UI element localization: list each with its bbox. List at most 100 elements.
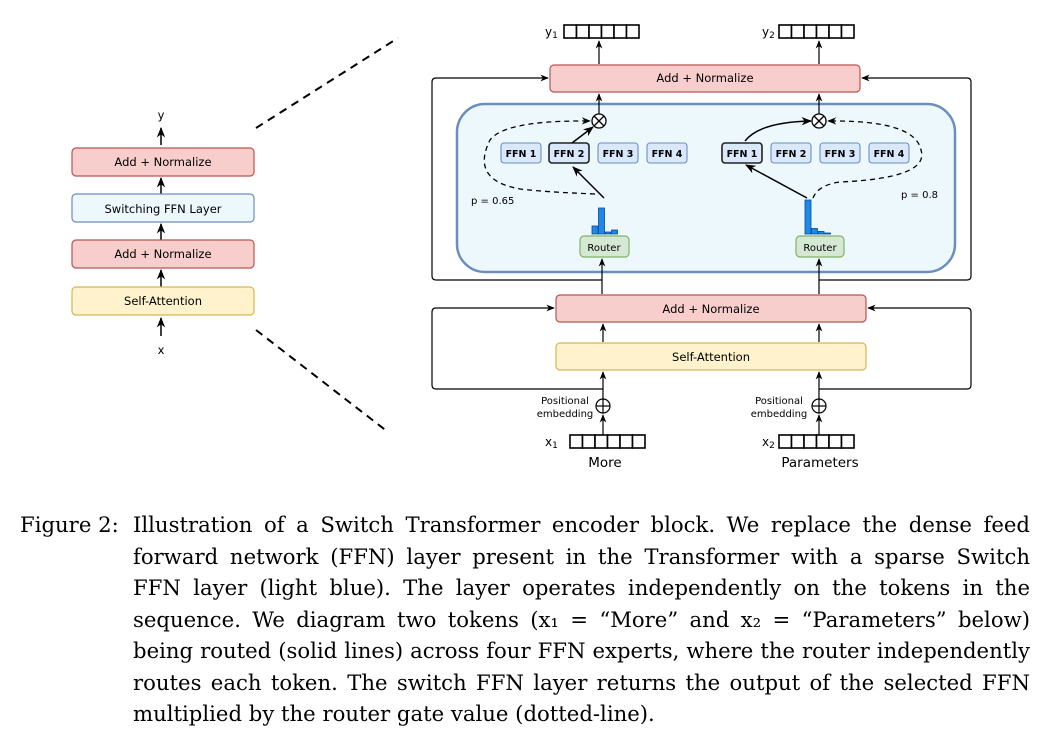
router-token-1-label: Router bbox=[587, 243, 621, 254]
router-prob-bar bbox=[611, 229, 618, 235]
router-histogram-token-2 bbox=[804, 199, 831, 235]
caption-line: Illustration of a Switch Transformer enc… bbox=[133, 512, 1030, 537]
top-add-normalize-label: Add + Normalize bbox=[656, 71, 753, 85]
output-y1-vector bbox=[563, 24, 640, 39]
gate-dotted-line-token-2 bbox=[812, 117, 923, 199]
left-output-label: y bbox=[158, 108, 165, 122]
multiply-icon-2 bbox=[811, 113, 827, 129]
caption-line: being routed (solid lines) across four F… bbox=[133, 638, 1030, 663]
left-input-label: x bbox=[158, 343, 165, 357]
router-prob-bar bbox=[604, 231, 612, 235]
gate-dotted-line-token-1 bbox=[483, 117, 596, 195]
input-x2-cell bbox=[815, 434, 830, 449]
output-y1-cell bbox=[625, 24, 640, 39]
input-x2-vector bbox=[778, 434, 855, 449]
figure-caption: Figure 2: Illustration of a Switch Trans… bbox=[20, 509, 1030, 730]
residual-left-bottom bbox=[431, 304, 603, 390]
output-y1-label: y1 bbox=[545, 25, 558, 41]
switch-ffn-layer-container bbox=[455, 102, 957, 274]
positional-add-icon-2 bbox=[811, 398, 827, 414]
gate-value-token-1: p = 0.65 bbox=[471, 196, 514, 207]
input-x1-cell bbox=[594, 434, 609, 449]
left-add-normalize-top-label: Add + Normalize bbox=[114, 155, 211, 169]
input-x1-cell bbox=[569, 434, 584, 449]
caption-line: multiplied by the router gate value (dot… bbox=[133, 701, 655, 726]
expert-3-label: FFN 3 bbox=[825, 149, 856, 160]
caption-line: forward network (FFN) layer present in t… bbox=[133, 543, 1030, 569]
residual-left-top bbox=[431, 74, 602, 281]
input-x1-vector bbox=[569, 434, 646, 449]
expert-2-box bbox=[770, 142, 812, 164]
expert-1-label: FFN 1 bbox=[506, 149, 537, 160]
caption-line: sequence. We diagram two tokens (x₁ = “M… bbox=[133, 606, 1030, 632]
left-switching-ffn-layer-label: Switching FFN Layer bbox=[104, 202, 221, 216]
expert-row-token-1: FFN 1 FFN 2 FFN 3 FFN 4 bbox=[500, 142, 688, 164]
expert-3-box bbox=[819, 142, 861, 164]
output-y1-cell bbox=[613, 24, 628, 39]
bottom-add-normalize-label: Add + Normalize bbox=[662, 302, 759, 316]
router-histogram-token-1 bbox=[591, 207, 618, 235]
residual-right-top bbox=[819, 74, 972, 281]
residual-right-bottom bbox=[819, 304, 972, 390]
output-y1-cell bbox=[600, 24, 615, 39]
input-x1-label: x1 bbox=[545, 435, 558, 451]
gate-value-token-2: p = 0.8 bbox=[901, 190, 938, 201]
input-word-2: Parameters bbox=[781, 455, 858, 471]
router-prob-bar bbox=[824, 232, 831, 235]
left-add-normalize-bottom bbox=[71, 239, 255, 269]
router-prob-bar bbox=[598, 207, 605, 235]
left-encoder-stack: y Add + Normalize Switching FFN Layer Ad… bbox=[71, 108, 255, 357]
caption-line: routes each token. The switch FFN layer … bbox=[133, 669, 1030, 695]
caption-line: FFN layer (light blue). The layer operat… bbox=[133, 575, 1030, 600]
caption-body: Illustration of a Switch Transformer enc… bbox=[133, 509, 1030, 730]
left-switching-ffn-layer bbox=[71, 193, 255, 223]
input-x1-cell bbox=[619, 434, 634, 449]
switch-transformer-diagram: y Add + Normalize Switching FFN Layer Ad… bbox=[71, 24, 972, 471]
expert-4-label: FFN 4 bbox=[652, 149, 683, 160]
expert-3-label: FFN 3 bbox=[603, 149, 634, 160]
expert-1-box bbox=[500, 142, 542, 164]
route-line-token-2 bbox=[745, 164, 808, 199]
router-prob-bar bbox=[804, 199, 812, 235]
expert-4-box bbox=[646, 142, 688, 164]
router-token-2 bbox=[795, 235, 845, 258]
output-y2-cell bbox=[778, 24, 793, 39]
output-y2-cell bbox=[815, 24, 830, 39]
input-x1-cell bbox=[631, 434, 646, 449]
input-x2-label: x2 bbox=[762, 435, 775, 451]
caption-label: Figure 2: bbox=[20, 512, 119, 537]
input-x2-cell bbox=[778, 434, 793, 449]
left-self-attention-label: Self-Attention bbox=[124, 294, 202, 308]
router-prob-bar bbox=[591, 225, 599, 235]
route-line-token-1 bbox=[572, 166, 605, 199]
router-prob-bar bbox=[817, 231, 825, 235]
router-prob-bar bbox=[811, 228, 818, 235]
output-y2-label: y2 bbox=[762, 25, 775, 41]
input-x2-cell bbox=[803, 434, 818, 449]
expert-2-box bbox=[548, 142, 590, 164]
zoom-line-top bbox=[255, 37, 399, 129]
expert-output-line-token-1 bbox=[571, 126, 594, 144]
bottom-add-normalize bbox=[555, 294, 867, 323]
output-y2-vector bbox=[778, 24, 855, 39]
expert-4-box bbox=[868, 142, 910, 164]
router-token-2-label: Router bbox=[803, 243, 837, 254]
router-token-1 bbox=[579, 235, 630, 258]
expert-4-label: FFN 4 bbox=[874, 149, 905, 160]
expert-2-label: FFN 2 bbox=[554, 149, 585, 160]
input-x1-cell bbox=[581, 434, 596, 449]
zoom-line-bottom bbox=[255, 329, 389, 433]
output-y1-cell bbox=[563, 24, 578, 39]
expert-3-box bbox=[597, 142, 639, 164]
output-y2-cell bbox=[803, 24, 818, 39]
expert-1-label: FFN 1 bbox=[727, 149, 758, 160]
self-attention bbox=[555, 342, 867, 371]
output-y2-cell bbox=[790, 24, 805, 39]
input-x2-cell bbox=[828, 434, 843, 449]
self-attention-label: Self-Attention bbox=[672, 350, 750, 364]
left-add-normalize-top bbox=[71, 147, 255, 177]
